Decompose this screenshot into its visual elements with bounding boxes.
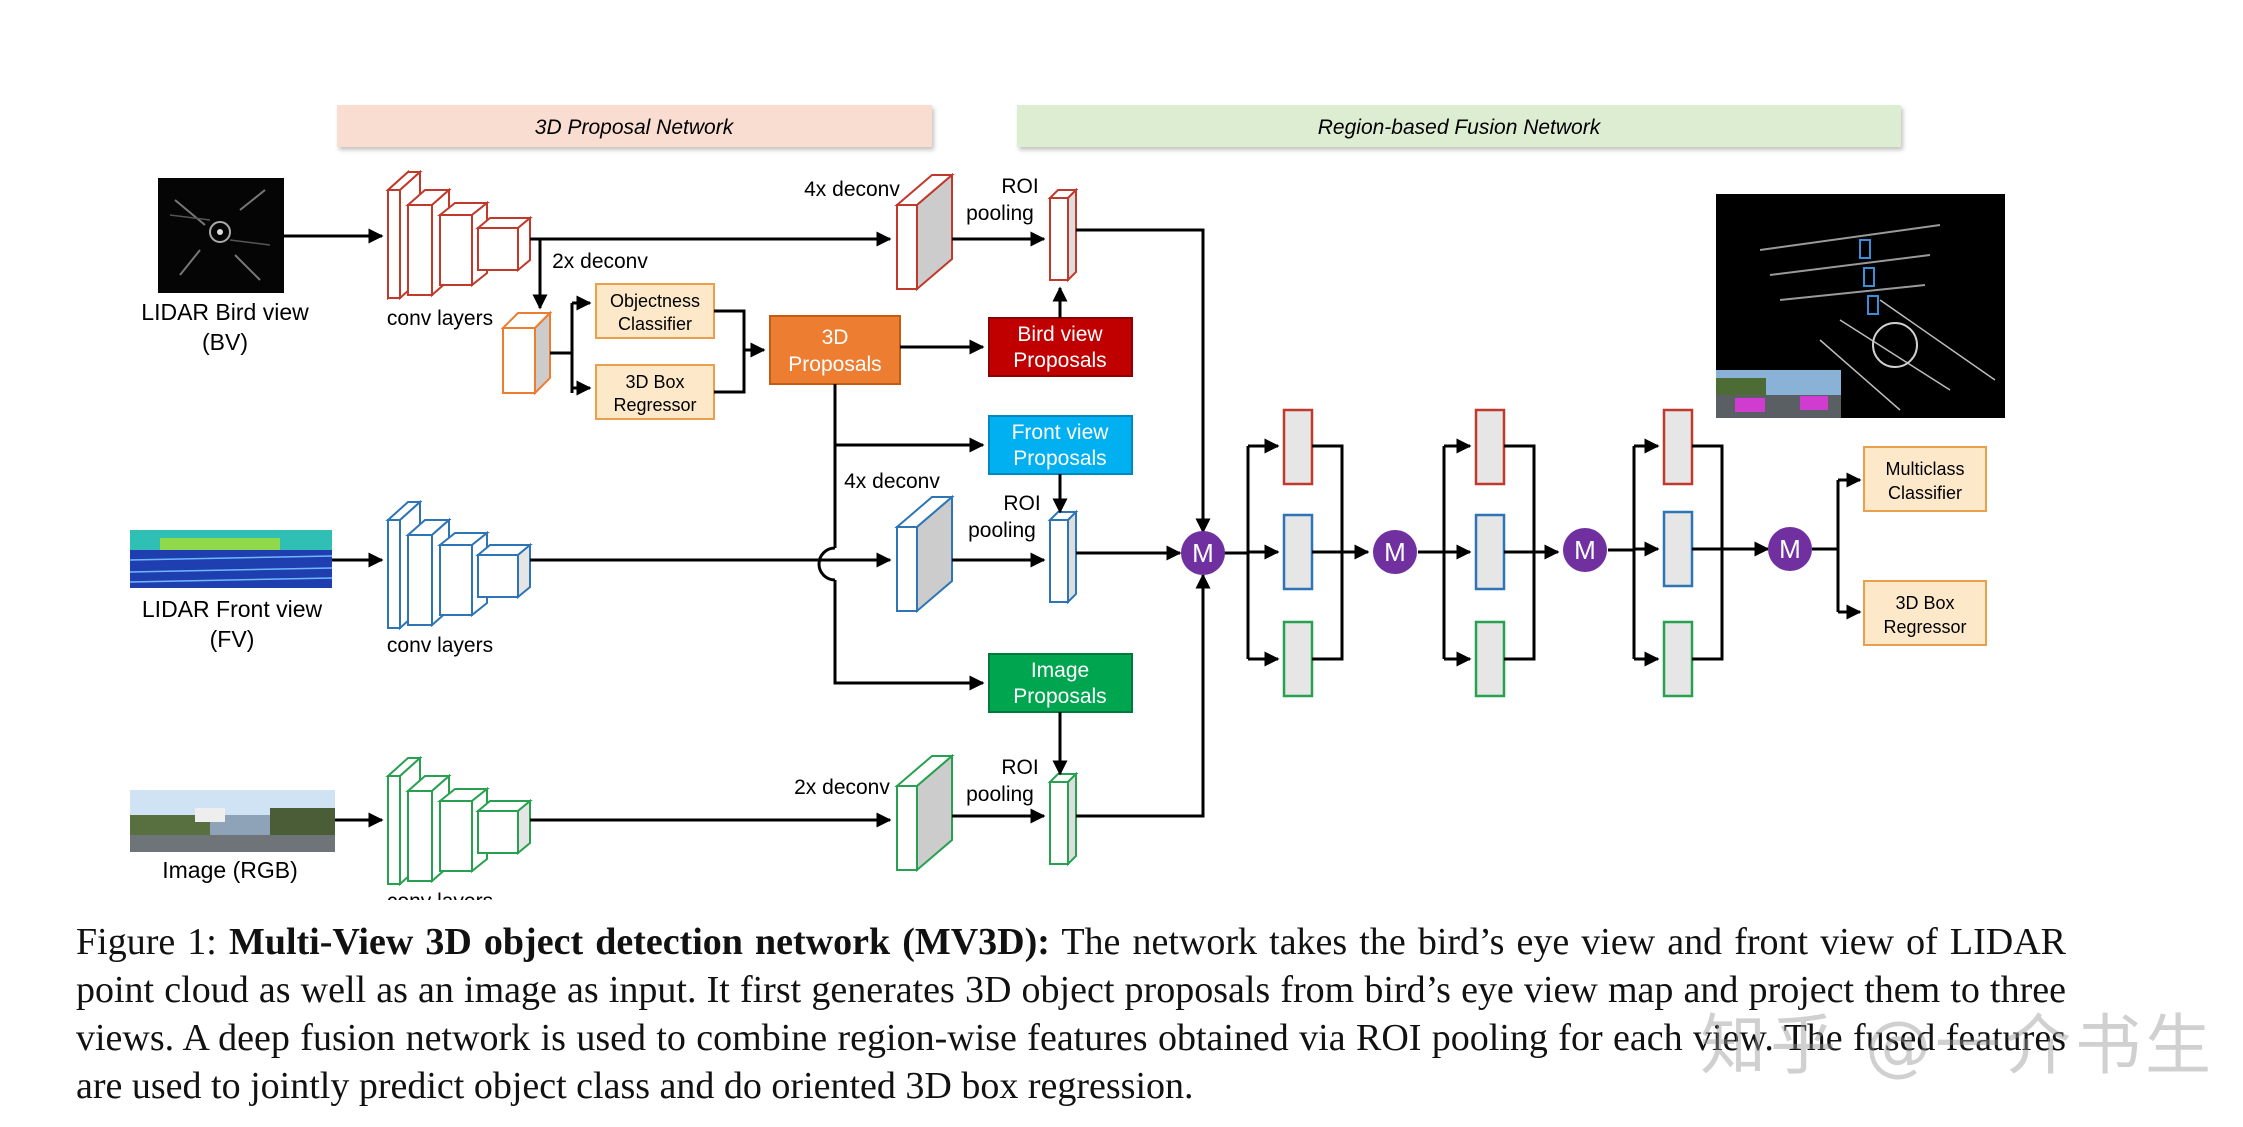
svg-text:LIDAR Bird view: LIDAR Bird view: [141, 299, 309, 325]
svg-text:Regressor: Regressor: [1883, 617, 1966, 637]
svg-text:Regressor: Regressor: [613, 395, 696, 415]
fusion-layer-1: [1282, 408, 1314, 698]
svg-text:3D: 3D: [822, 326, 849, 349]
rgb-camera-image: [130, 790, 335, 852]
caption-bold-title: Multi-View 3D object detection network (…: [228, 921, 1050, 963]
bv-4x-deconv-block: [894, 172, 955, 292]
svg-text:Proposals: Proposals: [788, 353, 881, 376]
fv-roi-pooling: [1047, 509, 1079, 605]
bv-2x-deconv-block: [500, 310, 553, 396]
fv-roi-label-1: ROI: [1003, 492, 1040, 515]
fusion-network-banner: Region-based Fusion Network: [1017, 105, 1901, 147]
fv-conv-stack: [385, 499, 533, 631]
svg-text:M: M: [1574, 535, 1596, 565]
fusion-network-title: Region-based Fusion Network: [1318, 116, 1602, 139]
merge-node-4: M: [1768, 527, 1812, 571]
fusion-layer-2: [1474, 408, 1506, 698]
rgb-conv-label: conv layers: [387, 890, 493, 900]
multiclass-classifier-box: Multiclass Classifier: [1863, 446, 1987, 512]
proposal-network-title: 3D Proposal Network: [535, 116, 735, 139]
rgb-2x-deconv-block: [894, 753, 955, 873]
rgb-roi-pooling: [1047, 771, 1079, 867]
connection-lines: [284, 228, 1211, 828]
fv-input-label: LIDAR Front view (FV): [142, 596, 323, 652]
rgb-roi-label-2: pooling: [966, 783, 1034, 806]
bv-roi-label-1: ROI: [1001, 175, 1038, 198]
svg-text:M: M: [1779, 534, 1801, 564]
rgb-conv-stack: [385, 755, 533, 887]
fv-4x-deconv-label: 4x deconv: [844, 470, 940, 493]
svg-text:Multiclass: Multiclass: [1885, 459, 1964, 479]
merge-node-1: M: [1181, 531, 1225, 575]
fv-4x-deconv-block: [894, 494, 955, 614]
rgb-input-label: Image (RGB): [162, 857, 297, 883]
svg-text:Proposals: Proposals: [1013, 447, 1106, 470]
svg-text:(BV): (BV): [202, 329, 248, 355]
caption-text: The network takes the bird’s eye view an…: [76, 921, 2067, 1107]
image-proposals-box: Image Proposals: [988, 653, 1133, 713]
svg-text:(FV): (FV): [210, 626, 255, 652]
bv-conv-stack: [385, 169, 533, 301]
svg-text:Objectness: Objectness: [610, 291, 700, 311]
objectness-classifier-box: Objectness Classifier: [595, 283, 715, 339]
proposal-network-banner: 3D Proposal Network: [337, 105, 932, 147]
rpn-box-regressor-box: 3D Box Regressor: [595, 364, 715, 420]
svg-text:Bird view: Bird view: [1017, 323, 1103, 346]
detection-result-image: [1716, 194, 2005, 418]
fusion-layer-3: [1662, 408, 1694, 698]
svg-text:M: M: [1192, 538, 1214, 568]
svg-text:Proposals: Proposals: [1013, 349, 1106, 372]
svg-text:Classifier: Classifier: [1888, 483, 1962, 503]
merge-node-3: M: [1563, 528, 1607, 572]
bv-roi-label-2: pooling: [966, 202, 1034, 225]
front-view-proposals-box: Front view Proposals: [988, 415, 1133, 475]
svg-text:Proposals: Proposals: [1013, 685, 1106, 708]
fv-roi-label-2: pooling: [968, 519, 1036, 542]
caption-prefix: Figure 1:: [76, 921, 229, 963]
svg-text:Front view: Front view: [1012, 421, 1110, 444]
fv-conv-label: conv layers: [387, 634, 493, 657]
svg-text:3D Box: 3D Box: [1895, 593, 1954, 613]
bv-4x-deconv-label: 4x deconv: [804, 178, 900, 201]
svg-text:M: M: [1384, 537, 1406, 567]
bv-conv-label: conv layers: [387, 307, 493, 330]
rgb-roi-label-1: ROI: [1001, 756, 1038, 779]
svg-text:Classifier: Classifier: [618, 314, 692, 334]
output-box-regressor-box: 3D Box Regressor: [1863, 580, 1987, 646]
bird-view-proposals-box: Bird view Proposals: [988, 317, 1133, 377]
svg-text:3D Box: 3D Box: [625, 372, 684, 392]
bv-2x-deconv-label: 2x deconv: [552, 250, 648, 273]
figure-caption: Figure 1: Multi-View 3D object detection…: [76, 918, 2066, 1110]
lidar-bird-view-image: [158, 178, 284, 293]
3d-proposals-box: 3D Proposals: [769, 315, 901, 385]
rgb-2x-deconv-label: 2x deconv: [794, 776, 890, 799]
bv-roi-pooling: [1047, 187, 1079, 283]
mv3d-architecture-diagram: 3D Proposal Network Region-based Fusion …: [129, 105, 2005, 900]
svg-text:Image: Image: [1031, 659, 1089, 682]
merge-node-2: M: [1373, 530, 1417, 574]
fusion-connections: [1222, 438, 1862, 667]
watermark: 知乎 @一介书生: [1700, 1007, 2215, 1084]
svg-text:LIDAR Front view: LIDAR Front view: [142, 596, 323, 622]
lidar-front-view-image: [129, 530, 333, 588]
bv-input-label: LIDAR Bird view (BV): [141, 299, 309, 355]
